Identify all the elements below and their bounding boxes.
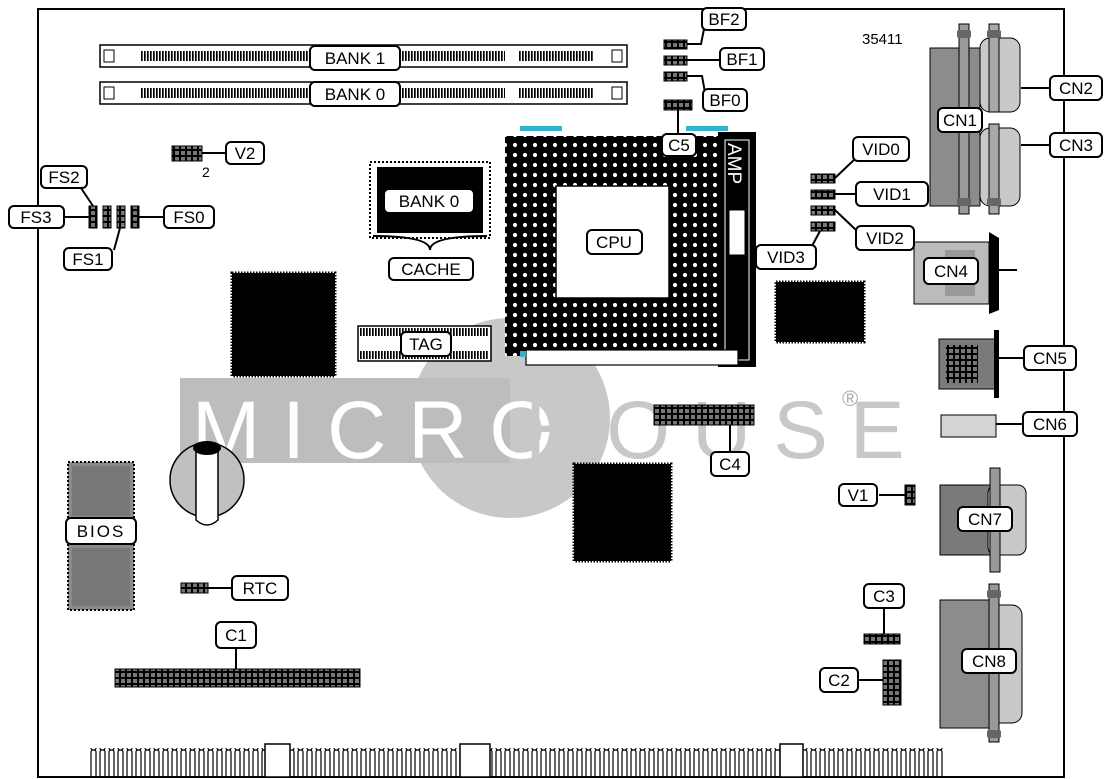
label-c1: C1 (215, 621, 257, 649)
svg-text:CN2: CN2 (1059, 79, 1093, 98)
label-cache: CACHE (388, 257, 474, 281)
jumper-bf1 (663, 55, 688, 66)
svg-text:VID1: VID1 (873, 185, 911, 204)
label-bios: BIOS (65, 517, 137, 545)
svg-text:C2: C2 (828, 671, 850, 690)
svg-text:CN1: CN1 (943, 111, 977, 130)
svg-text:VID2: VID2 (866, 229, 904, 248)
svg-text:V2: V2 (235, 144, 256, 163)
svg-text:C4: C4 (719, 455, 741, 474)
svg-text:C1: C1 (225, 626, 247, 645)
jumper-v1 (904, 484, 916, 506)
svg-text:VID3: VID3 (767, 248, 805, 267)
board-number: 35411 (862, 31, 903, 48)
label-v1: V1 (838, 483, 878, 507)
label-c4: C4 (710, 451, 750, 477)
svg-text:RTC: RTC (243, 579, 278, 598)
label-bf0: BF0 (702, 88, 748, 112)
jumper-c2 (882, 659, 902, 706)
svg-text:C3: C3 (873, 587, 895, 606)
svg-text:TAG: TAG (409, 335, 443, 354)
svg-text:BANK 0: BANK 0 (325, 85, 385, 104)
svg-text:FS0: FS0 (173, 208, 204, 227)
v2-pin-number: 2 (202, 164, 210, 180)
label-bank0: BANK 0 (309, 81, 401, 107)
label-fs2: FS2 (40, 165, 88, 189)
label-fs0: FS0 (163, 205, 215, 229)
label-rtc: RTC (231, 575, 289, 601)
label-cache-bank0: BANK 0 (383, 188, 475, 214)
jumper-bf0 (663, 71, 688, 82)
svg-text:FS3: FS3 (20, 208, 51, 227)
svg-text:VID0: VID0 (862, 140, 900, 159)
cn6-connector (940, 414, 997, 438)
label-vid2: VID2 (855, 225, 915, 251)
svg-text:BF1: BF1 (726, 50, 757, 69)
jumper-c3 (863, 633, 901, 645)
label-vid0: VID0 (852, 136, 910, 162)
label-tag: TAG (400, 331, 452, 357)
label-fs1: FS1 (63, 247, 113, 271)
svg-text:FS2: FS2 (48, 168, 79, 187)
label-vid1: VID1 (855, 181, 929, 207)
label-c3: C3 (863, 583, 905, 609)
label-cn4: CN4 (923, 257, 979, 285)
registered-mark: ® (842, 386, 858, 411)
battery (169, 441, 245, 526)
amp-text: AMP (723, 143, 744, 184)
label-bank1: BANK 1 (309, 45, 401, 71)
svg-text:V1: V1 (848, 486, 869, 505)
label-c2: C2 (819, 667, 859, 693)
cn5-connector (938, 330, 999, 398)
jumper-rtc (180, 582, 209, 594)
svg-text:CN3: CN3 (1059, 136, 1093, 155)
svg-text:CPU: CPU (596, 233, 632, 252)
svg-text:BF2: BF2 (708, 10, 739, 29)
jumper-v2 (171, 145, 203, 162)
c1-header (114, 668, 361, 688)
svg-text:C5: C5 (668, 136, 690, 155)
label-cn7: CN7 (957, 506, 1013, 532)
label-cn5: CN5 (1023, 345, 1077, 371)
svg-text:BF0: BF0 (709, 91, 740, 110)
svg-text:FS1: FS1 (72, 250, 103, 269)
svg-text:BANK 1: BANK 1 (325, 49, 385, 68)
io-controller-chip (572, 462, 673, 563)
svg-text:CN5: CN5 (1033, 349, 1067, 368)
jumper-vid-block (810, 173, 836, 232)
svg-text:BIOS: BIOS (77, 522, 126, 541)
cn3-connector (979, 123, 1021, 215)
label-cn2: CN2 (1049, 75, 1103, 101)
label-fs3: FS3 (8, 205, 65, 229)
svg-text:CN7: CN7 (968, 510, 1002, 529)
label-c5: C5 (661, 133, 697, 157)
label-vid3: VID3 (755, 244, 817, 270)
label-cn8: CN8 (961, 648, 1017, 674)
label-cn3: CN3 (1049, 132, 1103, 158)
label-cn6: CN6 (1022, 411, 1078, 437)
jumper-bf2 (663, 39, 688, 50)
svg-text:CN8: CN8 (972, 652, 1006, 671)
svg-text:BANK 0: BANK 0 (399, 192, 459, 211)
cn2-connector (979, 23, 1021, 113)
isa-edge-connector (90, 743, 943, 778)
label-cn1: CN1 (937, 107, 983, 133)
leader-lines (64, 23, 1050, 681)
label-v2: V2 2 (202, 141, 265, 180)
c4-header (653, 404, 755, 426)
chipset-chip-left (230, 271, 337, 378)
jumper-c5 (663, 99, 693, 111)
svg-text:CN6: CN6 (1033, 415, 1067, 434)
label-bf1: BF1 (719, 47, 765, 71)
svg-text:CACHE: CACHE (401, 260, 461, 279)
watermark-left-text: MICRO (192, 385, 575, 476)
cpu-socket: AMP (505, 126, 756, 367)
label-bf2: BF2 (701, 7, 747, 31)
chipset-chip-right (774, 280, 866, 344)
svg-text:CN4: CN4 (934, 262, 968, 281)
label-cpu: CPU (586, 229, 643, 255)
